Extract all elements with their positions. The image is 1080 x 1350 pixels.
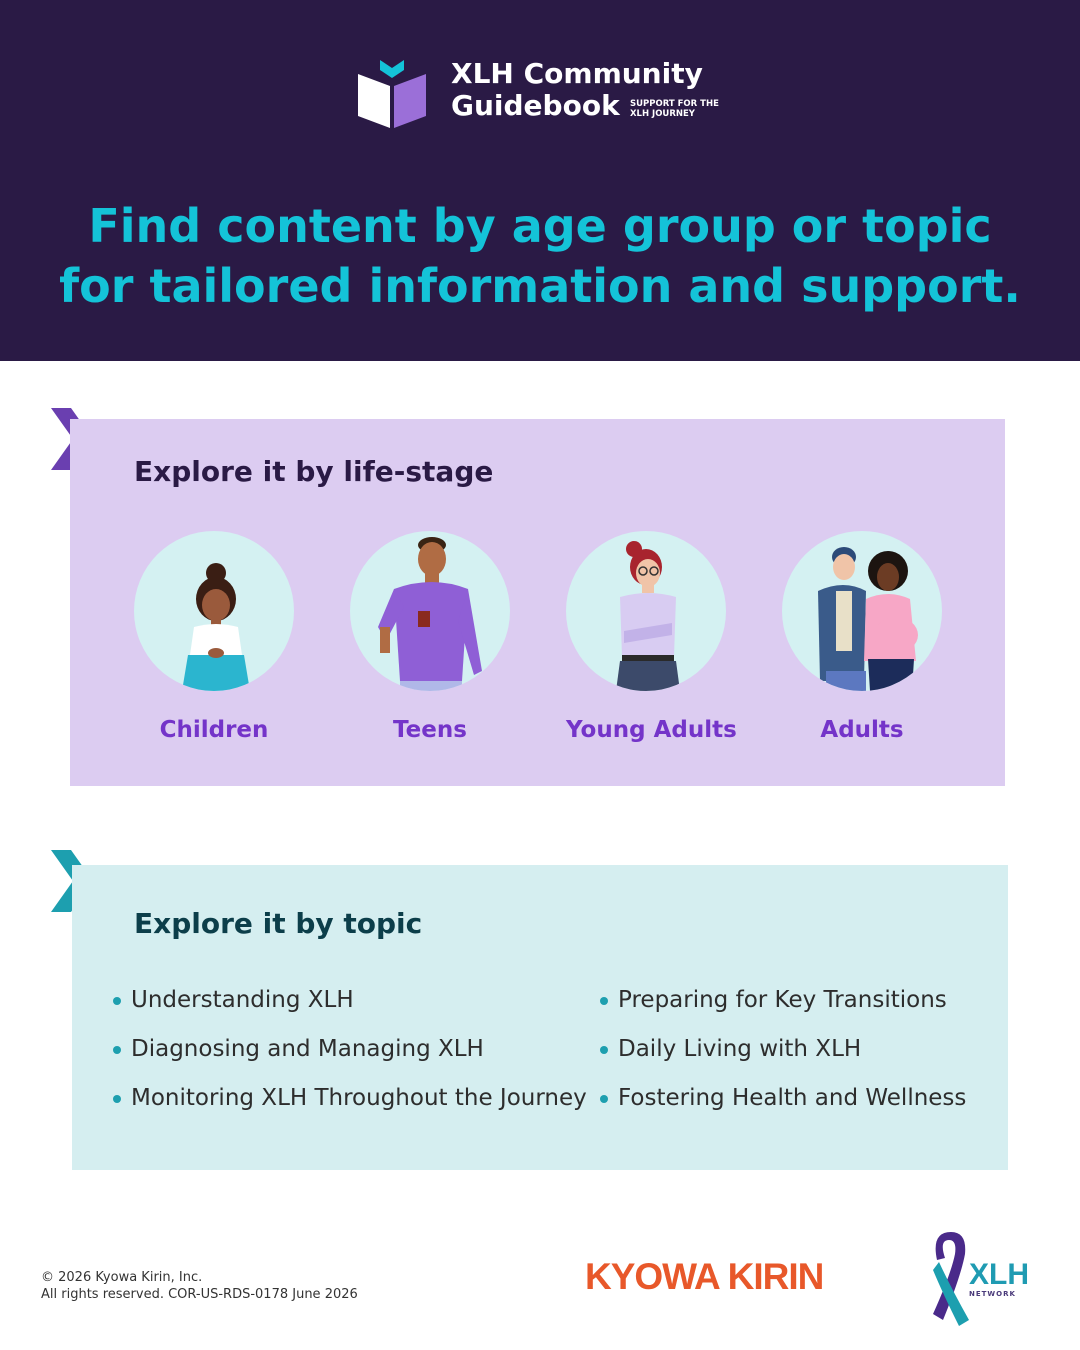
life-stage-label: Adults xyxy=(820,717,904,743)
topic-list-right: Preparing for Key Transitions Daily Livi… xyxy=(600,985,966,1132)
kyowa-kirin-logo: KYOWA KIRIN xyxy=(585,1256,824,1297)
guidebook-logo: XLH Community Guidebook SUPPORT FOR THE … xyxy=(356,56,736,136)
topic-link[interactable]: Fostering Health and Wellness xyxy=(600,1083,966,1132)
topic-link[interactable]: Monitoring XLH Throughout the Journey xyxy=(113,1083,587,1132)
xlh-network-logo: XLH NETWORK xyxy=(925,1228,1029,1328)
logo-title: XLH Community Guidebook xyxy=(451,57,703,122)
child-illustration xyxy=(134,531,294,691)
headline: Find content by age group or topic for t… xyxy=(59,199,1021,313)
logo-subtitle: SUPPORT FOR THE XLH JOURNEY xyxy=(630,99,719,119)
topic-list-left: Understanding XLH Diagnosing and Managin… xyxy=(113,985,587,1132)
topic-link[interactable]: Preparing for Key Transitions xyxy=(600,985,966,1034)
topic-title: Explore it by topic xyxy=(134,907,423,940)
open-book-icon xyxy=(358,60,426,128)
adults-illustration xyxy=(782,531,942,691)
life-stage-label: Teens xyxy=(393,717,467,743)
life-stage-label: Young Adults xyxy=(566,717,737,743)
topic-link[interactable]: Understanding XLH xyxy=(113,985,587,1034)
life-stage-adults[interactable]: Adults xyxy=(782,531,942,743)
life-stage-teens[interactable]: Teens xyxy=(350,531,510,743)
life-stage-title: Explore it by life-stage xyxy=(134,455,494,488)
teen-illustration xyxy=(350,531,510,691)
life-stage-panel: Explore it by life-stage Children xyxy=(70,419,1005,786)
young-adult-illustration xyxy=(566,531,726,691)
topic-link[interactable]: Daily Living with XLH xyxy=(600,1034,966,1083)
topic-panel: Explore it by topic Understanding XLH Di… xyxy=(72,865,1008,1170)
ribbon-icon xyxy=(933,1232,969,1326)
life-stage-label: Children xyxy=(159,717,269,743)
topic-link[interactable]: Diagnosing and Managing XLH xyxy=(113,1034,587,1083)
copyright: © 2026 Kyowa Kirin, Inc. All rights rese… xyxy=(41,1270,358,1302)
life-stage-children[interactable]: Children xyxy=(134,531,294,743)
header-banner: XLH Community Guidebook SUPPORT FOR THE … xyxy=(0,0,1080,361)
life-stage-young-adults[interactable]: Young Adults xyxy=(566,531,737,743)
